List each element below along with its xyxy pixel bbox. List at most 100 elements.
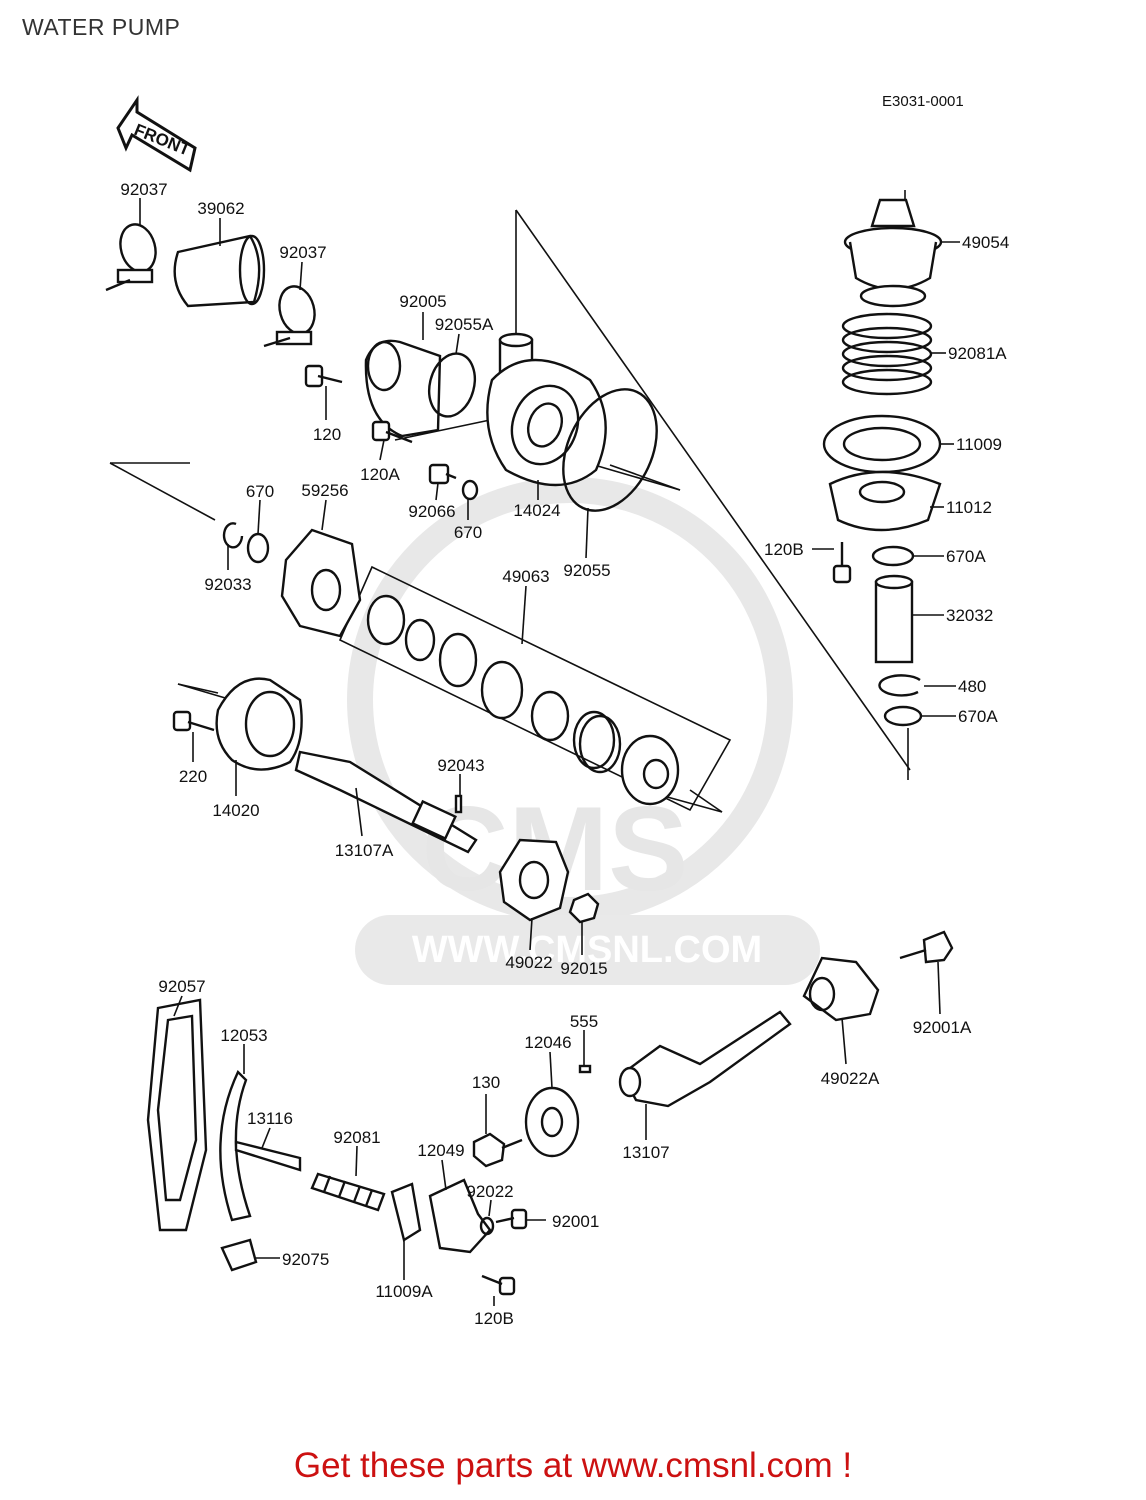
shaft-13107A xyxy=(294,750,478,854)
bevel-gear-49022 xyxy=(498,838,570,922)
spring-92081A xyxy=(841,312,933,396)
part-label: 555 xyxy=(570,1012,598,1031)
shaft-13107 xyxy=(618,1010,792,1108)
impeller-59256 xyxy=(280,528,362,638)
part-label: 120A xyxy=(360,465,400,484)
part-label: 11012 xyxy=(946,498,992,517)
part-label: 670 xyxy=(454,523,482,542)
washer-670-left xyxy=(246,532,270,564)
watermark: CMS WWW.CMSNL.COM xyxy=(347,477,820,985)
adjuster-92075 xyxy=(220,1238,258,1272)
pump-cover xyxy=(486,332,607,487)
bolt-220 xyxy=(172,710,215,732)
part-label: 670A xyxy=(958,707,998,726)
washer-670-mid xyxy=(461,479,479,501)
part-label: 11009 xyxy=(956,435,1002,454)
bolt-130 xyxy=(472,1132,523,1168)
part-label: 92005 xyxy=(399,292,446,311)
o-ring-670A-top xyxy=(871,545,915,567)
part-label: 49054 xyxy=(962,233,1009,252)
drive-chain-92057 xyxy=(146,998,208,1232)
thermostat-49054 xyxy=(843,198,943,308)
part-label: 59256 xyxy=(301,481,348,500)
page-title: WATER PUMP xyxy=(22,14,181,40)
o-ring-670A-bottom xyxy=(883,705,923,727)
part-label: 670 xyxy=(246,482,274,501)
part-label: 480 xyxy=(958,677,986,696)
plug-92066 xyxy=(428,463,457,485)
bolt-120A xyxy=(371,420,413,444)
mechanical-seal-49063 xyxy=(366,594,680,806)
part-label: 13107 xyxy=(622,1143,669,1162)
part-label: 49022A xyxy=(821,1069,880,1088)
circlip-480 xyxy=(878,674,921,697)
spring-92081 xyxy=(310,1172,386,1212)
part-label: 220 xyxy=(179,767,207,786)
thermostat-housing-11012 xyxy=(828,470,942,532)
washer-92022 xyxy=(479,1216,495,1236)
part-label: 670A xyxy=(946,547,986,566)
part-label: 120 xyxy=(313,425,341,444)
tensioner-body-12049 xyxy=(428,1178,492,1254)
part-label: 92055A xyxy=(435,315,494,334)
part-label: 12053 xyxy=(220,1026,267,1045)
part-label: 13107A xyxy=(335,841,394,860)
part-label: 92015 xyxy=(560,959,607,978)
gasket-11009 xyxy=(822,414,942,474)
part-label: 120B xyxy=(764,540,804,559)
bolt-92001 xyxy=(495,1208,528,1230)
part-label: 92066 xyxy=(408,502,455,521)
watermark-url-band xyxy=(355,915,820,985)
bevel-gear-49022A xyxy=(802,956,880,1022)
nut-92015 xyxy=(568,892,600,924)
part-label: 13116 xyxy=(247,1109,293,1128)
part-label: 11009A xyxy=(375,1282,433,1301)
gasket-11009A xyxy=(390,1182,422,1242)
pin-555 xyxy=(578,1064,592,1074)
pipe-32032 xyxy=(874,574,914,664)
part-label: 14020 xyxy=(212,801,259,820)
pin-13116 xyxy=(234,1140,302,1172)
o-ring-92055 xyxy=(562,388,658,512)
hose-clamp-left xyxy=(105,223,157,292)
part-label: 14024 xyxy=(513,501,560,520)
part-label: 92037 xyxy=(279,243,326,262)
part-label: 92043 xyxy=(437,756,484,775)
circlip-92033 xyxy=(222,522,244,549)
part-label: 92057 xyxy=(158,977,205,996)
diagram-code: E3031-0001 xyxy=(882,93,964,110)
pump-body-14020 xyxy=(215,677,303,771)
part-label: 49022 xyxy=(505,953,552,972)
bolt-92001A xyxy=(899,930,954,964)
part-label: 92022 xyxy=(466,1182,513,1201)
part-label: 130 xyxy=(472,1073,500,1092)
part-label: 92075 xyxy=(282,1250,329,1269)
sprocket-12046 xyxy=(524,1086,580,1158)
part-label: 92037 xyxy=(120,180,167,199)
bolt-120B-bottom xyxy=(481,1274,516,1296)
part-label: 92081A xyxy=(948,344,1007,363)
part-labels: 92037 39062 92037 92005 92055A 120 120A … xyxy=(120,180,1009,1328)
part-label: 92055 xyxy=(563,561,610,580)
part-label: 92001 xyxy=(552,1212,599,1231)
part-label: 49063 xyxy=(502,567,549,586)
part-label: 12046 xyxy=(524,1033,571,1052)
pin-92043 xyxy=(454,794,463,814)
hose-clamp-right xyxy=(263,285,316,348)
front-arrow-icon: FRONT xyxy=(116,95,197,173)
part-label: 92081 xyxy=(333,1128,380,1147)
bolt-120 xyxy=(304,364,343,388)
exploded-parts-diagram: CMS WWW.CMSNL.COM FRONT xyxy=(105,95,1009,1328)
part-label: 92001A xyxy=(913,1018,972,1037)
coolant-hose xyxy=(173,234,266,308)
watermark-url: WWW.CMSNL.COM xyxy=(412,929,762,971)
part-label: 32032 xyxy=(946,606,993,625)
pump-outlet-pipe xyxy=(364,339,442,438)
part-label: 92033 xyxy=(204,575,251,594)
o-ring-92055A xyxy=(427,352,477,418)
part-label: 120B xyxy=(474,1309,514,1328)
leader-lines xyxy=(139,198,960,1306)
part-label: 39062 xyxy=(197,199,244,218)
bolt-120B-top xyxy=(832,542,852,584)
footer-banner[interactable]: Get these parts at www.cmsnl.com ! xyxy=(293,1446,853,1485)
